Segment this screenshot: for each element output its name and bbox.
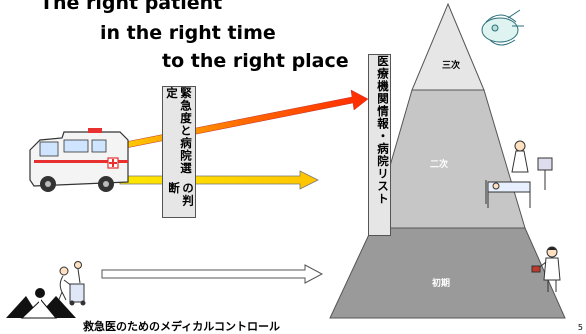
- pyramid-tier-tertiary: [411, 2, 485, 91]
- white-arrow: [101, 264, 324, 284]
- hospital-info-text: 医療機関情報・病院リスト: [376, 55, 390, 205]
- decision-box-col-2: 緊急度と病院選定: [165, 87, 193, 175]
- yellow-arrow: [119, 170, 319, 190]
- logo-icon: [6, 288, 76, 319]
- footer-title: 救急医のためのメディカルコントロール: [83, 320, 281, 333]
- decision-box-col-1: の判断: [167, 181, 195, 207]
- doctor-icon: [531, 246, 561, 292]
- headline-line-1: The right patient: [40, 0, 223, 14]
- ambulance-icon: [29, 128, 129, 192]
- pyramid-tier-secondary: [371, 89, 526, 229]
- elderly-walker-icon: [57, 261, 86, 306]
- tier-label-tertiary: 三次: [442, 61, 461, 71]
- decision-box: 緊急度と病院選定 の判断: [162, 86, 196, 218]
- headline-line-2: in the right time: [100, 22, 276, 44]
- page-number: 5: [577, 323, 583, 332]
- headline-line-3: to the right place: [162, 50, 349, 72]
- pyramid-tier-primary: [329, 227, 566, 319]
- tier-label-secondary: 二次: [430, 160, 449, 170]
- red-arrow: [119, 89, 369, 150]
- nurse-patient-bed-icon: [485, 140, 553, 208]
- patient-monitor-icon: [481, 9, 524, 46]
- tier-label-primary: 初期: [432, 279, 451, 289]
- hospital-info-box: 医療機関情報・病院リスト: [368, 54, 391, 236]
